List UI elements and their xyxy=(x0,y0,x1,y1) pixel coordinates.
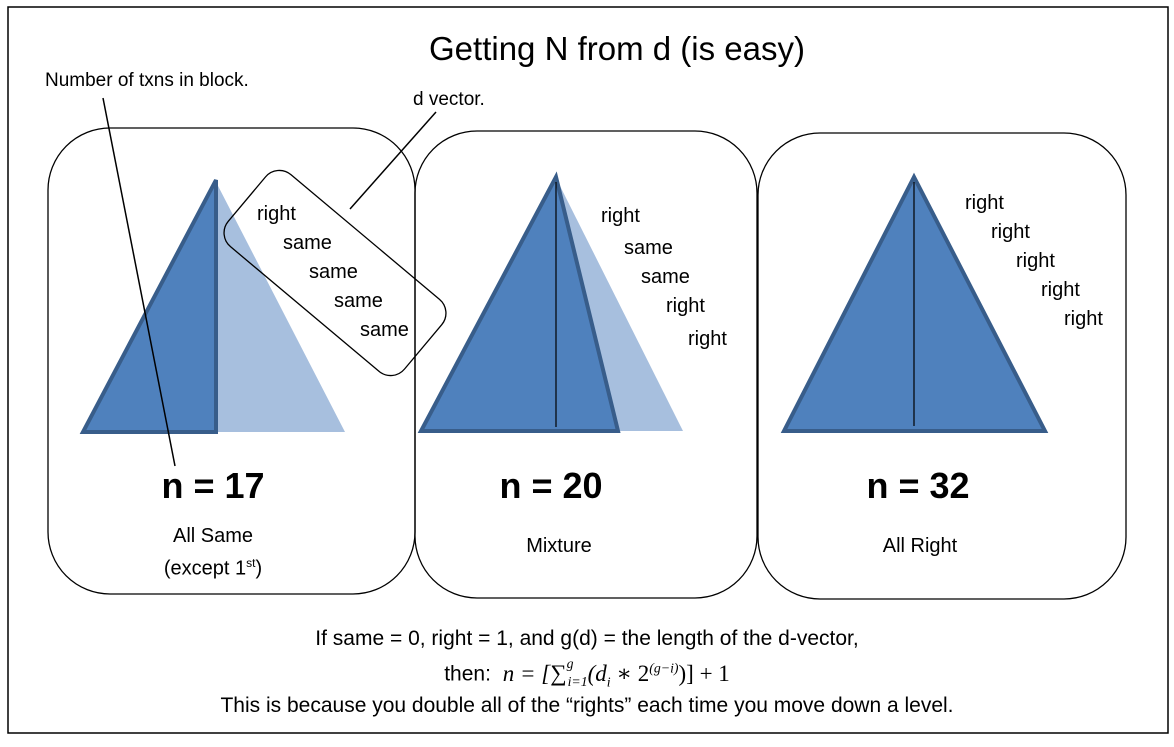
dvector-item: right xyxy=(666,295,705,317)
caption-line1: All Same xyxy=(172,525,254,547)
txns-leader-line xyxy=(102,97,176,467)
panel-mixture xyxy=(414,130,758,599)
footer-formula-line: then: n = [∑gi=1(di ∗ 2(g−i))] + 1 xyxy=(0,656,1174,690)
n-value-panel1: n = 17 xyxy=(161,465,265,506)
dark-triangle-panel2 xyxy=(417,171,621,433)
txns-annotation: Number of txns in block. xyxy=(45,70,249,91)
dvector-item: same xyxy=(641,266,690,288)
dvector-item: right xyxy=(1041,279,1080,301)
caption-panel2: Mixture xyxy=(526,535,592,557)
dvector-item: right xyxy=(1016,250,1055,272)
dvector-item: right xyxy=(965,192,1004,214)
light-triangle-panel1 xyxy=(216,182,345,432)
caption-line2: (except 1st) xyxy=(163,556,263,580)
panel-all-right xyxy=(757,132,1127,600)
dvector-item: right xyxy=(991,221,1030,243)
dvector-item: right xyxy=(601,205,640,227)
light-triangle-panel2 xyxy=(556,178,683,431)
outer-frame xyxy=(7,6,1169,734)
dvector-annotation: d vector. xyxy=(413,89,485,110)
dvector-item: right xyxy=(688,328,727,350)
dvector-leader-line xyxy=(349,111,437,210)
dvector-item: same xyxy=(283,232,332,254)
footer-line3: This is because you double all of the “r… xyxy=(220,694,954,717)
footer-line1: If same = 0, right = 1, and g(d) = the l… xyxy=(315,627,859,650)
dvector-item: same xyxy=(624,237,673,259)
dvector-item: same xyxy=(309,261,358,283)
caption-panel3: All Right xyxy=(882,535,958,557)
diagram-title: Getting N from d (is easy) xyxy=(429,30,805,67)
n-value-panel3: n = 32 xyxy=(866,465,970,506)
caption-panel1: All Same (except 1st) xyxy=(108,523,318,583)
formula: n = [∑gi=1(di ∗ 2(g−i))] + 1 xyxy=(502,656,730,690)
dark-triangle-panel1 xyxy=(79,179,218,434)
dvector-item: right xyxy=(257,203,296,225)
formula-prefix: then: xyxy=(444,662,491,686)
dvector-item: same xyxy=(360,319,409,341)
dvector-item: right xyxy=(1064,308,1103,330)
n-value-panel2: n = 20 xyxy=(499,465,603,506)
d-vector-callout xyxy=(223,169,447,377)
dvector-item: same xyxy=(334,290,383,312)
